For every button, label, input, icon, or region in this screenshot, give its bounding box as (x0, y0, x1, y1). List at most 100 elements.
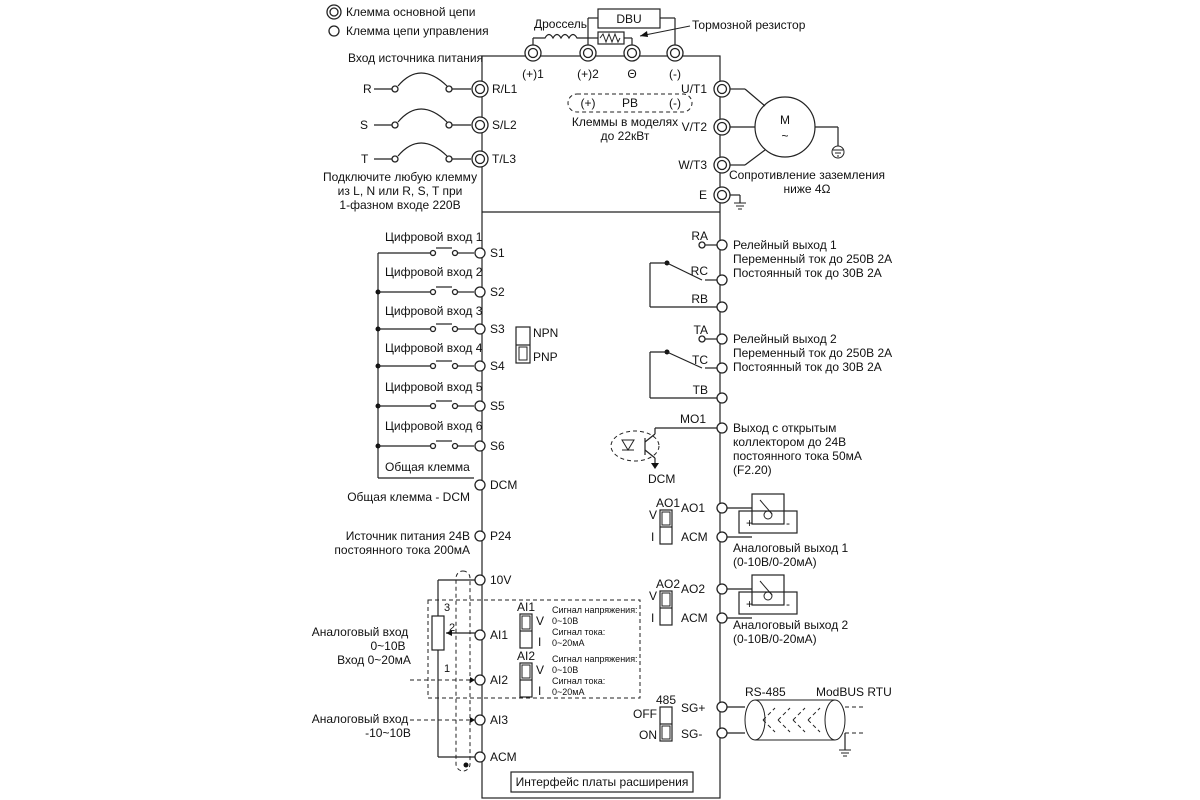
terminal-theta (623, 44, 641, 62)
terminal-ao2-label: AO2 (681, 582, 705, 596)
terminal-w-t3 (713, 156, 731, 174)
relay1-line2: Переменный ток до 250В 2А (733, 252, 892, 266)
motor-icon (754, 96, 816, 158)
pb-note-1: Клеммы в моделях (572, 115, 678, 129)
digital-input-1-label: Цифровой вход 1 (385, 230, 483, 244)
terminal-ao2 (716, 583, 728, 595)
mo1-line2: коллектором до 24В (733, 435, 846, 449)
ai1-sig-i-range: 0~20мА (552, 638, 584, 648)
choke-icon (533, 33, 588, 40)
ai1-left-label-c: Вход 0~20мА (337, 653, 411, 667)
npn-pnp-switch: NPN PNP (515, 326, 558, 364)
rs485-section: 485 OFF ON SG+ SG- RS-485 ModBUS RTU (633, 685, 892, 757)
terminal-mo1-label: MO1 (680, 412, 706, 426)
motor-section: U/T1 V/T2 W/T3 M ~ Сопротивление заземле… (678, 80, 885, 210)
optocoupler-icon (610, 430, 660, 462)
ai3-left-label-b: -10~10В (365, 726, 411, 740)
ai2-sig-v: Сигнал напряжения: (552, 654, 638, 664)
digital-input-2: Цифровой вход 2 S2 (375, 265, 505, 299)
brake-resistor-label: Тормозной резистор (692, 18, 806, 32)
terminal-rb-label: RB (691, 292, 708, 306)
pb-group (567, 93, 693, 113)
relay-output-2: TA TC TB Релейный выход 2 Переменный ток… (649, 323, 892, 404)
terminal-acm-label: ACM (490, 750, 517, 764)
terminal-w-t3-label: W/T3 (678, 158, 707, 172)
digital-input-4-label: Цифровой вход 4 (385, 341, 483, 355)
analog-inputs-section: 10V AI1 AI2 AI3 ACM 3 2 1 Аналоговый вхо… (312, 570, 641, 772)
terminal-ao1 (716, 502, 728, 514)
pot-pin-1: 1 (444, 663, 450, 675)
terminal-s6-label: S6 (490, 439, 505, 453)
ao1-meter-minus: - (786, 516, 790, 530)
terminal-ta (716, 333, 728, 345)
terminal-ao1-acm (716, 531, 728, 543)
power-input-section: Вход источника питания R R/L1 S S/L2 T T… (323, 51, 518, 212)
terminal-tc (716, 362, 728, 374)
motor-symbol: ~ (781, 129, 788, 143)
terminal-rb (716, 301, 728, 313)
terminal-r-l1-label: R/L1 (492, 82, 518, 96)
ai2-switch-label: AI2 (517, 649, 535, 663)
ao2-v-label: V (649, 589, 657, 603)
mo1-line4: (F2.20) (733, 463, 772, 477)
power-note-2: из L, N или R, S, T при (338, 184, 463, 198)
terminal-sg-minus-label: SG- (681, 727, 702, 741)
ao2-meter-plus: + (746, 597, 753, 611)
terminal-r-l1 (471, 80, 489, 98)
relay-outputs-section: RA RC RB Релейный выход 1 Переменный ток… (649, 229, 892, 404)
npn-label: NPN (533, 326, 558, 340)
ao1-meter-plus: + (746, 516, 753, 530)
terminal-plus1 (524, 44, 542, 62)
ai1-switch-v: V (536, 614, 544, 628)
terminal-minus (666, 44, 684, 62)
ground-note-2: ниже 4Ω (783, 182, 830, 196)
terminal-minus-label: (-) (669, 67, 681, 81)
terminal-plus2-label: (+)2 (577, 67, 599, 81)
analog-output-1: AO1 V I AO1 ACM + - Аналоговый выход 1 (… (649, 493, 849, 569)
ao1-switch-label: AO1 (656, 496, 680, 510)
terminal-e (713, 186, 731, 204)
p24-note-1: Источник питания 24В (346, 529, 470, 543)
terminal-s3-label: S3 (490, 322, 505, 336)
ai1-sig-v: Сигнал напряжения: (552, 605, 638, 615)
terminal-s2-label: S2 (490, 285, 505, 299)
analog-input-dashed-box (427, 599, 641, 699)
expansion-interface-label: Интерфейс платы расширения (516, 775, 689, 789)
pnp-label: PNP (533, 350, 558, 364)
terminal-plus1-label: (+)1 (522, 67, 544, 81)
terminal-theta-label: Θ (627, 67, 636, 81)
mo1-line1: Выход с открытым (733, 421, 836, 435)
terminal-ai2 (474, 674, 486, 686)
expansion-interface: Интерфейс платы расширения (510, 771, 694, 793)
relay-output-1: RA RC RB Релейный выход 1 Переменный ток… (649, 229, 892, 313)
p24-note-2: постоянного тока 200мА (334, 543, 470, 557)
potentiometer-icon (431, 615, 445, 651)
modbus-label: ModBUS RTU (816, 685, 892, 699)
terminal-s1-label: S1 (490, 246, 505, 260)
ai3-left-label-a: Аналоговый вход (312, 712, 409, 726)
common-terminal-label: Общая клемма (385, 460, 470, 474)
power-note-1: Подключите любую клемму (323, 170, 477, 184)
dcm-note: Общая клемма - DCM (347, 490, 470, 504)
terminal-e-label: E (699, 188, 707, 202)
terminal-ao2-acm (716, 612, 728, 624)
digital-input-3-label: Цифровой вход 3 (385, 304, 483, 318)
ao1-meter-icon (751, 493, 785, 525)
ao1-line1: Аналоговый выход 1 (733, 541, 849, 555)
analog-output-2: AO2 V I AO2 ACM + - Аналоговый выход 2 (… (649, 574, 849, 646)
ai1-left-label-b: 0~10В (370, 639, 405, 653)
open-collector-section: MO1 DCM Выход с открытым коллектором до … (610, 412, 862, 486)
terminal-plus2 (579, 44, 597, 62)
ai1-left-label-a: Аналоговый вход (312, 625, 409, 639)
terminal-ta-label: TA (694, 323, 708, 337)
terminal-10v-label: 10V (490, 573, 511, 587)
terminal-ra (716, 239, 728, 251)
digital-input-2-label: Цифровой вход 2 (385, 265, 483, 279)
terminal-s-l2-label: S/L2 (492, 118, 517, 132)
terminal-s5-label: S5 (490, 399, 505, 413)
ao2-line2: (0-10В/0-20мА) (733, 632, 817, 646)
terminal-tc-label: TC (692, 353, 708, 367)
rs485-switch-label: 485 (656, 693, 676, 707)
relay2-line3: Постоянный ток до 30В 2А (733, 360, 882, 374)
terminal-ai1 (474, 629, 486, 641)
